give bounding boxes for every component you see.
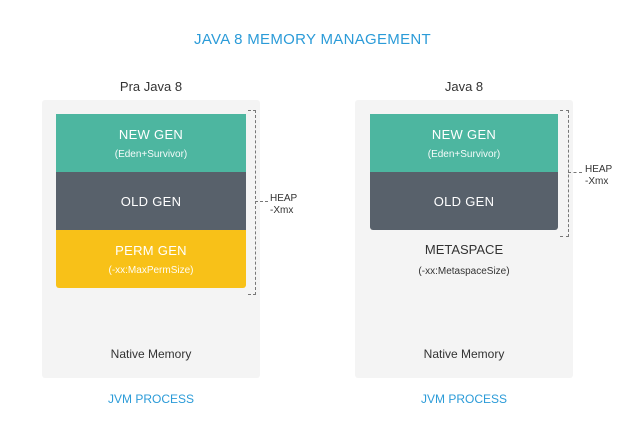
right-heap-line1: HEAP — [585, 164, 613, 175]
right-old-gen-block: OLD GEN — [370, 172, 558, 230]
left-perm-gen-name: PERM GEN — [115, 242, 187, 258]
left-heap-bracket — [248, 110, 256, 295]
left-heap-tick — [255, 201, 268, 202]
left-perm-gen-sub: (-xx:MaxPermSize) — [108, 264, 194, 276]
right-heap-line2: -Xmx — [585, 176, 609, 187]
right-jvm-process: JVM PROCESS — [420, 392, 507, 406]
right-new-gen-block: NEW GEN (Eden+Survivor) — [370, 114, 558, 172]
left-new-gen-name: NEW GEN — [118, 126, 184, 142]
right-native-memory: Native Memory — [423, 347, 505, 361]
right-heap-bracket — [560, 110, 569, 237]
left-native-memory: Native Memory — [110, 347, 192, 361]
left-heap-label: HEAP -Xmx — [270, 193, 305, 217]
left-old-gen-block: OLD GEN — [56, 172, 246, 230]
left-old-gen-name: OLD GEN — [120, 193, 182, 209]
right-heap-tick — [568, 172, 582, 173]
left-new-gen-sub: (Eden+Survivor) — [114, 148, 188, 160]
left-new-gen-block: NEW GEN (Eden+Survivor) — [56, 114, 246, 172]
right-new-gen-name: NEW GEN — [431, 126, 497, 142]
diagram-title: JAVA 8 MEMORY MANAGEMENT — [194, 31, 431, 48]
left-heap-line2: -Xmx — [270, 205, 294, 216]
left-column-label: Pra Java 8 — [119, 79, 183, 94]
right-new-gen-sub: (Eden+Survivor) — [427, 148, 501, 160]
right-column-label: Java 8 — [444, 79, 484, 94]
right-metaspace-sub: (-xx:MetaspaceSize) — [418, 266, 510, 277]
right-metaspace-name: METASPACE — [424, 242, 504, 257]
left-jvm-process: JVM PROCESS — [107, 392, 194, 406]
right-heap-label: HEAP -Xmx — [585, 164, 619, 188]
left-heap-line1: HEAP — [270, 193, 298, 204]
right-old-gen-name: OLD GEN — [433, 193, 495, 209]
left-perm-gen-block: PERM GEN (-xx:MaxPermSize) — [56, 230, 246, 288]
